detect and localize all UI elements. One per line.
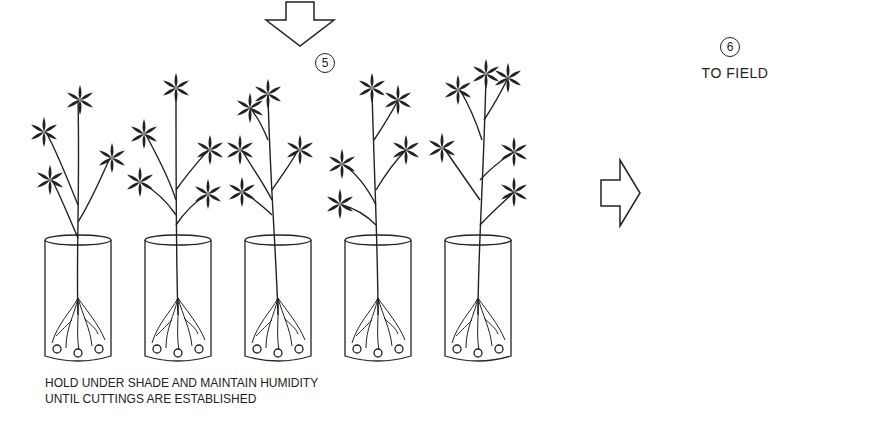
step-number: 6: [727, 41, 734, 53]
leaf-clusters: [30, 59, 527, 219]
plant-stems: [46, 75, 514, 315]
glass-jars: [45, 235, 511, 361]
step-label: TO FIELD: [702, 64, 769, 82]
instruction-note: HOLD UNDER SHADE AND MAINTAIN HUMIDITY U…: [45, 376, 350, 407]
down-arrow: [266, 2, 334, 46]
roots: [52, 298, 505, 350]
right-arrow: [601, 160, 640, 226]
step-circle: 6: [720, 37, 740, 57]
step-number: 5: [322, 57, 329, 69]
step-circle: 5: [315, 53, 335, 73]
